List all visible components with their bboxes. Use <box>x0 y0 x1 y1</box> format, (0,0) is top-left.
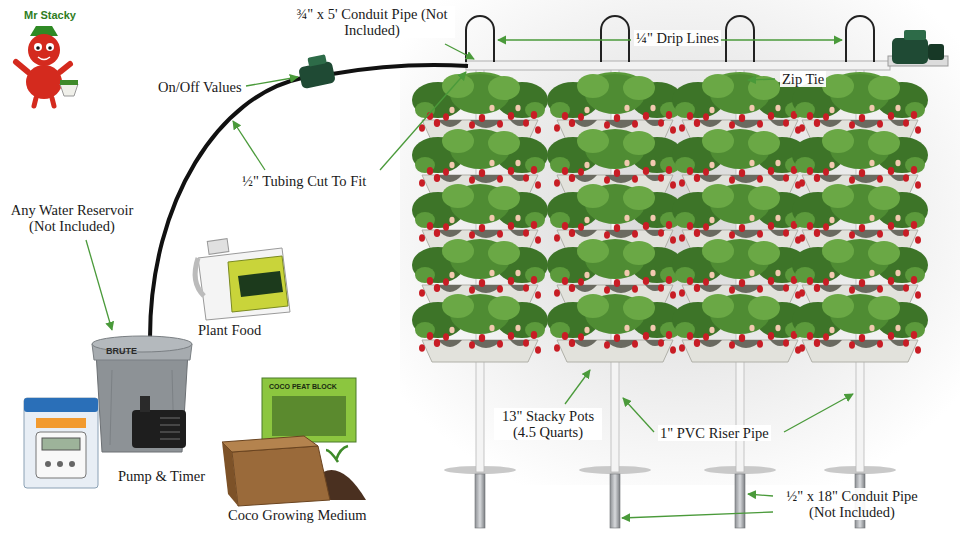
part-label: 13" Stacky Pots (4.5 Quarts) <box>494 408 602 440</box>
leader-lines <box>86 40 853 518</box>
part-label: ½" x 18" Conduit Pipe (Not Included) <box>777 488 927 520</box>
timer <box>24 398 98 488</box>
brand-name: Mr Stacky <box>22 9 78 21</box>
part-label: ¾" x 5' Conduit Pipe (Not Included) <box>290 6 455 38</box>
stacky-towers <box>412 72 928 362</box>
part-label: Coco Growing Medium <box>226 507 369 523</box>
part-label: Zip Tie <box>780 71 826 87</box>
backdrop <box>400 0 960 485</box>
part-label: 1" PVC Riser Pipe <box>658 425 771 441</box>
product-mark: BRUTE <box>104 346 139 356</box>
part-label: Any Water Reservoir (Not Included) <box>4 202 140 234</box>
drip-lines <box>466 16 874 62</box>
product-mark: COCO PEAT BLOCK <box>267 383 339 391</box>
ground-shadows <box>444 466 896 474</box>
mascot <box>16 26 78 106</box>
part-label: Pump & Timer <box>116 468 207 484</box>
header-pipe <box>466 61 890 70</box>
water-reservoir <box>92 336 192 452</box>
supply-tubing <box>150 54 468 338</box>
part-label: On/Off Values <box>156 79 244 95</box>
pump <box>132 396 186 448</box>
plant-food-jug <box>195 239 290 320</box>
part-label: ¼" Drip Lines <box>634 30 721 46</box>
part-label: ½" Tubing Cut To Fit <box>240 173 368 189</box>
right-valve <box>888 30 948 66</box>
part-label: Plant Food <box>196 322 263 338</box>
coco-block <box>222 378 366 506</box>
